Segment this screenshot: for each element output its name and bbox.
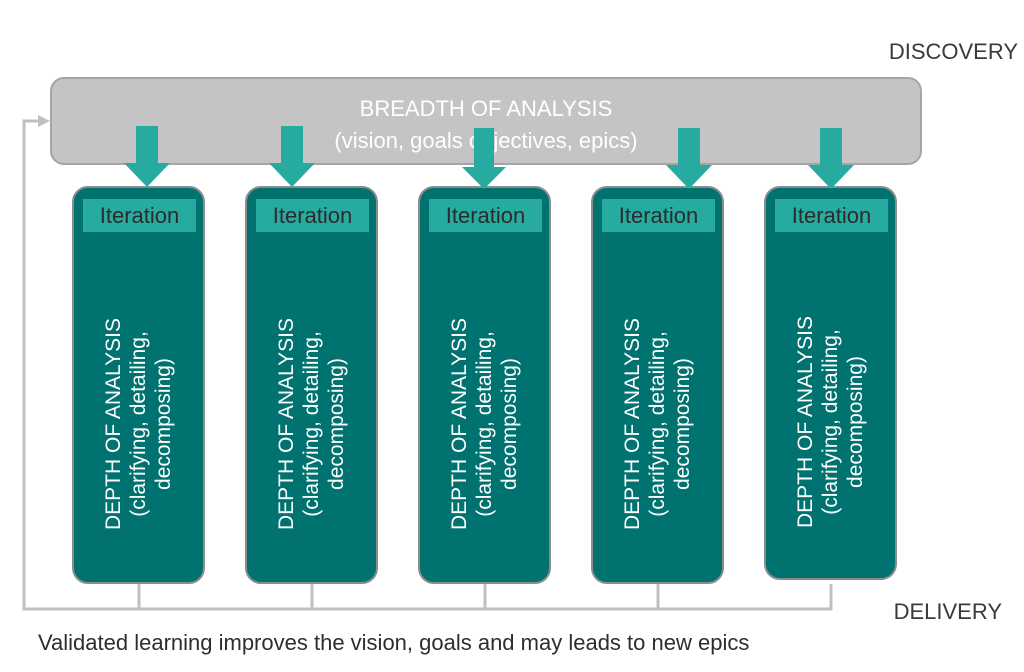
iteration-header: Iteration xyxy=(429,199,542,232)
iteration-card: Iteration DEPTH OF ANALYSIS (clarifying,… xyxy=(245,186,378,584)
discovery-label: DISCOVERY xyxy=(888,39,1018,64)
iteration-header: Iteration xyxy=(775,199,888,232)
iteration-header: Iteration xyxy=(83,199,196,232)
caption-text: Validated learning improves the vision, … xyxy=(38,630,750,655)
feedback-line xyxy=(22,119,833,611)
iteration-header: Iteration xyxy=(602,199,715,232)
iteration-card: Iteration DEPTH OF ANALYSIS (clarifying,… xyxy=(418,186,551,584)
iteration-header: Iteration xyxy=(256,199,369,232)
down-arrow xyxy=(462,128,506,189)
iteration-card: Iteration DEPTH OF ANALYSIS (clarifying,… xyxy=(72,186,205,584)
feedback-arrowhead xyxy=(38,115,50,127)
iteration-card: Iteration DEPTH OF ANALYSIS (clarifying,… xyxy=(591,186,724,584)
down-arrow xyxy=(666,128,712,189)
down-arrow xyxy=(269,126,315,187)
iteration-card: Iteration DEPTH OF ANALYSIS (clarifying,… xyxy=(764,186,897,580)
delivery-label: DELIVERY xyxy=(893,599,1002,624)
down-arrow xyxy=(124,126,170,187)
down-arrow xyxy=(808,128,854,189)
breadth-title: BREADTH OF ANALYSIS xyxy=(359,96,613,121)
